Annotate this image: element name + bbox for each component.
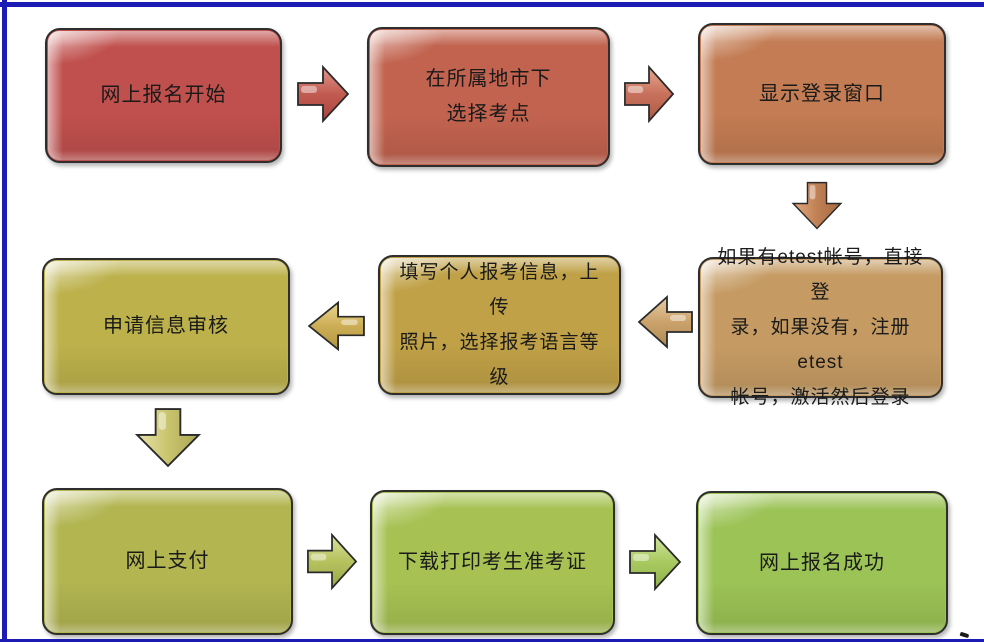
flow-node-fill-info: 填写个人报考信息，上传 照片，选择报考语言等级 <box>378 255 621 395</box>
flow-arrow-left-1 <box>637 294 693 350</box>
flow-node-pay-label: 网上支付 <box>125 550 210 572</box>
flow-node-login-window-label: 显示登录窗口 <box>759 82 885 105</box>
flow-node-fill-info-label: 填写个人报考信息，上传 照片，选择报考语言等级 <box>399 262 600 388</box>
flow-node-login-window: 显示登录窗口 <box>698 23 946 165</box>
flow-node-etest-account: 如果有etest帐号，直接登 录，如果没有，注册etest 帐号，激活然后登录 <box>698 247 943 408</box>
flow-arrow-right-4 <box>629 532 682 592</box>
flow-node-select-site: 在所属地市下 选择考点 <box>367 27 610 167</box>
flow-node-print-ticket: 下载打印考生准考证 <box>370 490 615 635</box>
flow-arrow-down-2 <box>134 408 202 468</box>
flow-node-review: 申请信息审核 <box>42 258 290 395</box>
flow-node-select-site-label: 在所属地市下 选择考点 <box>425 68 552 125</box>
flow-arrow-right-2 <box>624 64 675 124</box>
page-border-bottom <box>0 639 984 642</box>
flow-node-etest-account-label: 如果有etest帐号，直接登 录，如果没有，注册etest 帐号，激活然后登录 <box>717 247 924 408</box>
flow-arrow-right-1 <box>297 64 350 124</box>
flow-node-start: 网上报名开始 <box>45 28 282 163</box>
page-border-top <box>0 2 984 7</box>
flow-arrow-right-3 <box>307 532 358 591</box>
flow-node-start-label: 网上报名开始 <box>100 84 227 106</box>
flow-node-success-label: 网上报名成功 <box>759 551 885 574</box>
stray-ink-mark <box>959 631 970 639</box>
flow-node-review-label: 申请信息审核 <box>103 315 229 337</box>
flow-node-print-ticket-label: 下载打印考生准考证 <box>398 551 587 573</box>
flow-arrow-left-2 <box>307 300 365 352</box>
flow-arrow-down-1 <box>791 181 843 230</box>
flow-node-pay: 网上支付 <box>42 488 293 635</box>
page-border-left <box>2 0 7 642</box>
flow-node-success: 网上报名成功 <box>696 491 948 635</box>
